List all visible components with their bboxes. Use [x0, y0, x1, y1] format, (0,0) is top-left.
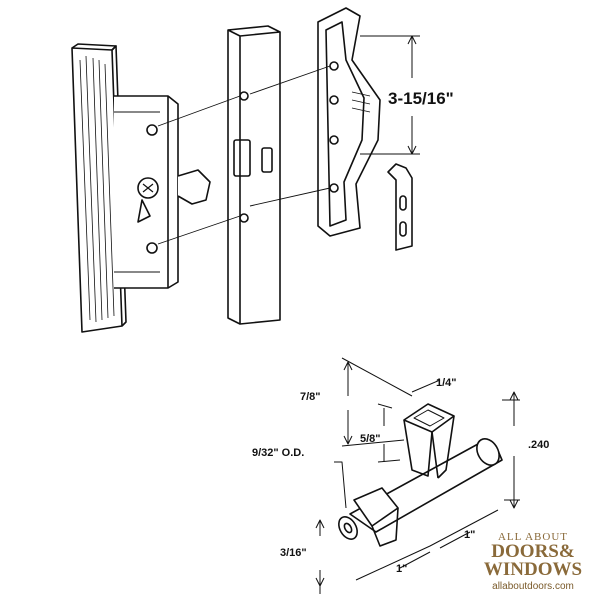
tip-length-label: 3/16" [280, 547, 307, 559]
keeper-bracket [387, 163, 413, 251]
length-b-label: 1" [464, 529, 475, 541]
door-frame-section [227, 25, 281, 325]
tube-od-label: 9/32" O.D. [252, 447, 304, 459]
pin-height-label: 7/8" [300, 391, 321, 403]
inside-handle [317, 7, 381, 237]
latch-pin-assembly [338, 403, 503, 547]
pin-dimension-lines [315, 357, 520, 594]
logo-line-1: ALL ABOUT [497, 531, 568, 543]
handle-spacing-label: 3-15/16" [388, 89, 454, 108]
logo-url: allaboutdoors.com [492, 581, 574, 592]
pin-depth-label: 5/8" [360, 433, 381, 445]
alignment-lines [157, 65, 331, 245]
body-diameter-label: .240 [528, 439, 549, 451]
logo-line-2: DOORS& [491, 541, 575, 562]
brand-logo: ALL ABOUT DOORS& WINDOWS allaboutdoors.c… [474, 531, 592, 592]
handle-dimension-lines [360, 35, 420, 155]
outside-handle [71, 43, 211, 333]
logo-line-3: WINDOWS [483, 559, 583, 580]
length-a-label: 1" [396, 563, 407, 575]
pin-width-label: 1/4" [436, 377, 457, 389]
